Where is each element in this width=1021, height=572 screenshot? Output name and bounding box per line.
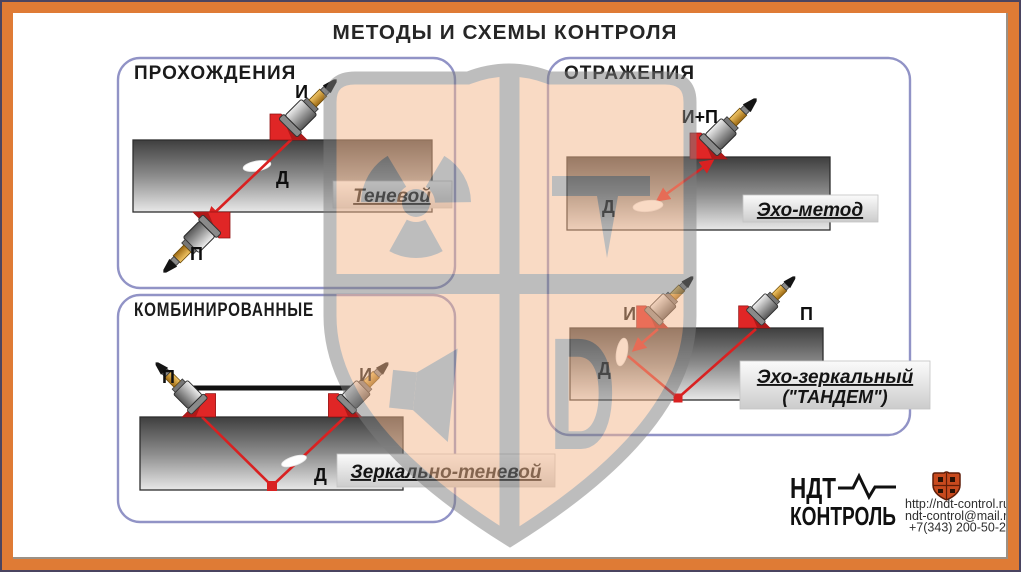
contact-block: http://ndt-control.ru ndt-control@mail.r… — [905, 497, 1014, 535]
probe-connector-bracket — [193, 385, 354, 412]
ndt-shield-icon — [932, 471, 961, 501]
logo-line1: НДТ — [790, 473, 836, 505]
ndt-logo: НДТ КОНТРОЛЬ — [790, 472, 896, 531]
emitter-label: И — [295, 82, 308, 102]
receiver-label: П — [162, 367, 175, 387]
shield-cross-vertical — [499, 70, 520, 540]
pulse-icon — [838, 472, 896, 501]
combined-panel-header: КОМБИНИРОВАННЫЕ — [134, 300, 314, 321]
defect-label: Д — [314, 465, 327, 485]
defect-label: Д — [276, 168, 289, 188]
defect-ellipse — [281, 454, 307, 468]
shield-watermark: D — [323, 63, 697, 548]
tandem-method-scheme: И П Д Эхо-зеркальный ("ТАНДЕМ") — [569, 268, 931, 410]
method-label-line2: ("ТАНДЕМ") — [782, 387, 887, 407]
logo-line2: КОНТРОЛЬ — [790, 501, 896, 531]
website-text: http://ndt-control.ru — [905, 497, 1010, 511]
t-mark-icon — [552, 176, 650, 258]
method-label-line1: Эхо-зеркальный — [757, 367, 914, 388]
method-label: Эхо-метод — [757, 200, 864, 221]
ultrasound-beam — [201, 416, 272, 486]
receiver-probe-icon — [738, 268, 804, 329]
ultrasound-beam — [205, 137, 294, 221]
phone-text: +7(343) 200-50-22 — [909, 521, 1013, 535]
ultrasound-beam — [272, 416, 346, 486]
beam-reflection-point — [267, 481, 277, 491]
beam-reflection-point — [673, 393, 683, 403]
email-text: ndt-control@mail.ru — [905, 509, 1014, 523]
transmission-panel-header: ПРОХОЖДЕНИЯ — [134, 63, 296, 84]
ultrasound-beam — [677, 328, 757, 399]
method-label-box — [742, 194, 879, 223]
method-label-box — [739, 360, 931, 410]
shield-cross-horizontal — [330, 274, 690, 294]
letter-d-watermark: D — [549, 305, 616, 484]
radiation-trefoil-icon — [360, 155, 472, 259]
receiver-label: П — [800, 304, 813, 324]
page-title: МЕТОДЫ И СХЕМЫ КОНТРОЛЯ — [333, 22, 678, 44]
receiver-label: П — [190, 244, 203, 264]
speaker-icon — [389, 348, 458, 442]
